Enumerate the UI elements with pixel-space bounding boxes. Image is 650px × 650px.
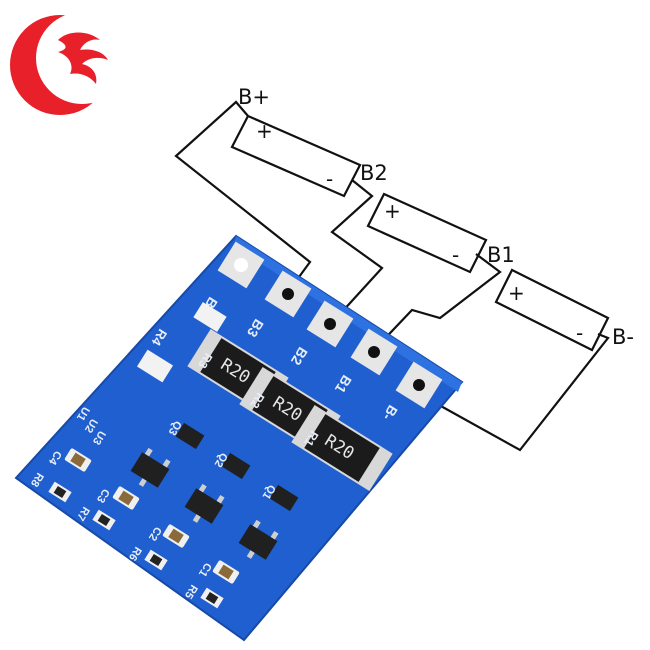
wire-b-plus bbox=[174, 100, 312, 293]
wiring-diagram: + - + - + - B+ B2 B1 B- bbox=[174, 85, 634, 452]
r8-core bbox=[53, 485, 67, 499]
u1-pin bbox=[252, 519, 261, 529]
r1-body bbox=[304, 414, 380, 482]
battery-cell-1: + - bbox=[230, 114, 362, 198]
r5-core bbox=[205, 591, 219, 605]
wire-b1 bbox=[373, 253, 502, 351]
r7-core bbox=[97, 513, 111, 527]
u2-body bbox=[184, 488, 224, 524]
brand-logo bbox=[10, 12, 128, 115]
terminal-label-b-plus: B+ bbox=[238, 85, 270, 109]
wire-b2 bbox=[329, 179, 384, 326]
cell-2-body bbox=[366, 192, 488, 274]
cell-2-negative: - bbox=[452, 243, 459, 267]
pad-b1-contact bbox=[368, 346, 380, 358]
pcb-edge-highlight bbox=[234, 236, 462, 392]
u1-pin bbox=[246, 550, 255, 559]
capacitor-c2 bbox=[162, 524, 190, 548]
q1-body bbox=[269, 484, 299, 512]
resistor-r7 bbox=[92, 509, 116, 531]
terminal-label-b2: B2 bbox=[360, 161, 388, 185]
u3-pin bbox=[144, 447, 153, 457]
c2-core bbox=[168, 528, 184, 544]
r6-core bbox=[149, 553, 163, 567]
q3-body bbox=[175, 422, 205, 450]
phoenix-icon bbox=[58, 32, 108, 84]
pad-b4 bbox=[217, 241, 265, 289]
pad-b1 bbox=[350, 328, 398, 376]
resistor-r5 bbox=[200, 587, 224, 609]
pad-b3-contact bbox=[282, 288, 294, 300]
c3-core bbox=[118, 490, 134, 506]
pad-b-minus bbox=[395, 361, 443, 409]
u2-pin bbox=[198, 483, 207, 493]
cell-1-negative: - bbox=[326, 167, 333, 191]
pad-b2-contact bbox=[324, 318, 336, 330]
pad-b2 bbox=[306, 300, 354, 348]
pcb-substrate bbox=[14, 234, 464, 642]
battery-cell-3: + - bbox=[494, 268, 610, 352]
cell-2-positive: + bbox=[384, 199, 401, 223]
pcb-board: B4 B3 B2 B1 B- R4 R20 R20 R20 R3 R2 R1 bbox=[14, 234, 464, 642]
ic-u1 bbox=[238, 519, 279, 560]
u1-pin bbox=[270, 530, 279, 540]
capacitor-c1 bbox=[212, 560, 240, 584]
cell-1-positive: + bbox=[256, 119, 273, 143]
pad-b-minus-contact bbox=[413, 379, 425, 391]
u1-body bbox=[238, 524, 278, 560]
c4-core bbox=[70, 452, 86, 468]
resistor-r4-part bbox=[193, 301, 227, 333]
battery-cell-2: + - bbox=[366, 192, 488, 274]
cell-3-negative: - bbox=[576, 321, 583, 345]
u2-pin bbox=[192, 514, 201, 523]
capacitor-c3 bbox=[112, 486, 140, 510]
ic-u2 bbox=[184, 483, 225, 524]
u3-pin bbox=[162, 458, 171, 468]
cell-3-positive: + bbox=[508, 281, 525, 305]
transistor-q1 bbox=[269, 484, 299, 512]
terminal-label-b-minus: B- bbox=[612, 325, 634, 349]
capacitor-c4 bbox=[64, 448, 92, 472]
u3-body bbox=[130, 452, 170, 488]
u3-pin bbox=[138, 478, 147, 487]
component-q-part bbox=[136, 349, 174, 383]
transistor-q3 bbox=[175, 422, 205, 450]
pad-b4-hole bbox=[234, 258, 248, 272]
pad-b3 bbox=[264, 270, 312, 318]
resistor-r6 bbox=[144, 549, 168, 571]
cell-1-body bbox=[230, 114, 362, 198]
resistor-r8 bbox=[48, 481, 72, 503]
terminal-label-b1: B1 bbox=[487, 243, 515, 267]
ic-u3 bbox=[130, 447, 171, 488]
c1-core bbox=[218, 564, 234, 580]
q2-body bbox=[221, 452, 251, 480]
u2-pin bbox=[216, 494, 225, 504]
shunt-resistor-r1: R20 bbox=[291, 404, 393, 492]
cell-3-body bbox=[494, 268, 610, 352]
transistor-q2 bbox=[221, 452, 251, 480]
